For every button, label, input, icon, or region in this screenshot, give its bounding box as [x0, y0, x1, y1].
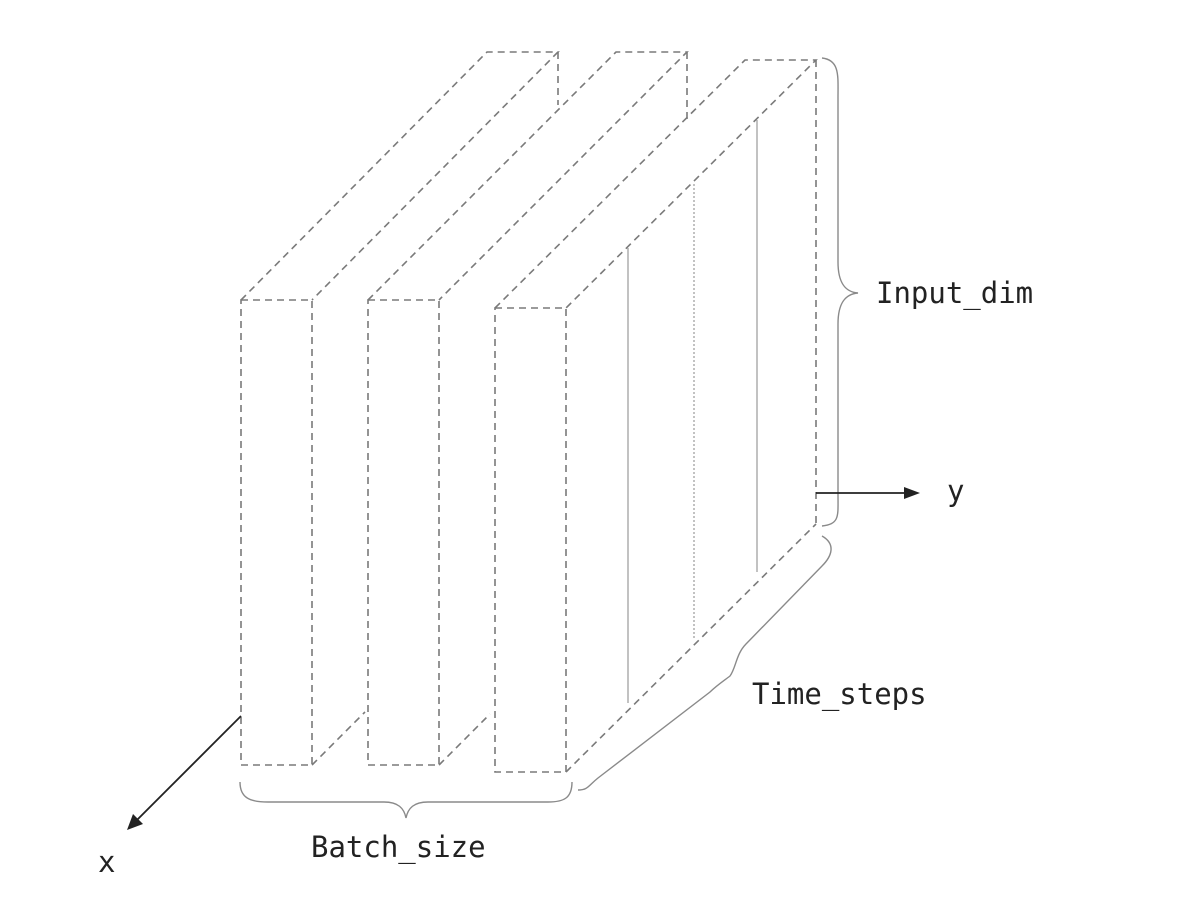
input-dim-brace [821, 57, 859, 527]
y-axis-arrow [816, 487, 920, 499]
time-steps-label: Time_steps [752, 677, 927, 712]
y-axis-label: y [947, 474, 964, 508]
time-steps-brace [577, 535, 832, 791]
x-axis-arrow [127, 715, 242, 830]
input-dim-label: Input_dim [876, 276, 1033, 311]
batch-slice-2 [367, 51, 689, 766]
batch-slice-1 [240, 51, 560, 766]
batch-slice-3 [494, 59, 818, 773]
x-axis-label: x [98, 845, 115, 879]
batch-size-brace [239, 781, 573, 819]
batch-size-label: Batch_size [311, 830, 486, 865]
time-step-dividers [627, 120, 758, 703]
